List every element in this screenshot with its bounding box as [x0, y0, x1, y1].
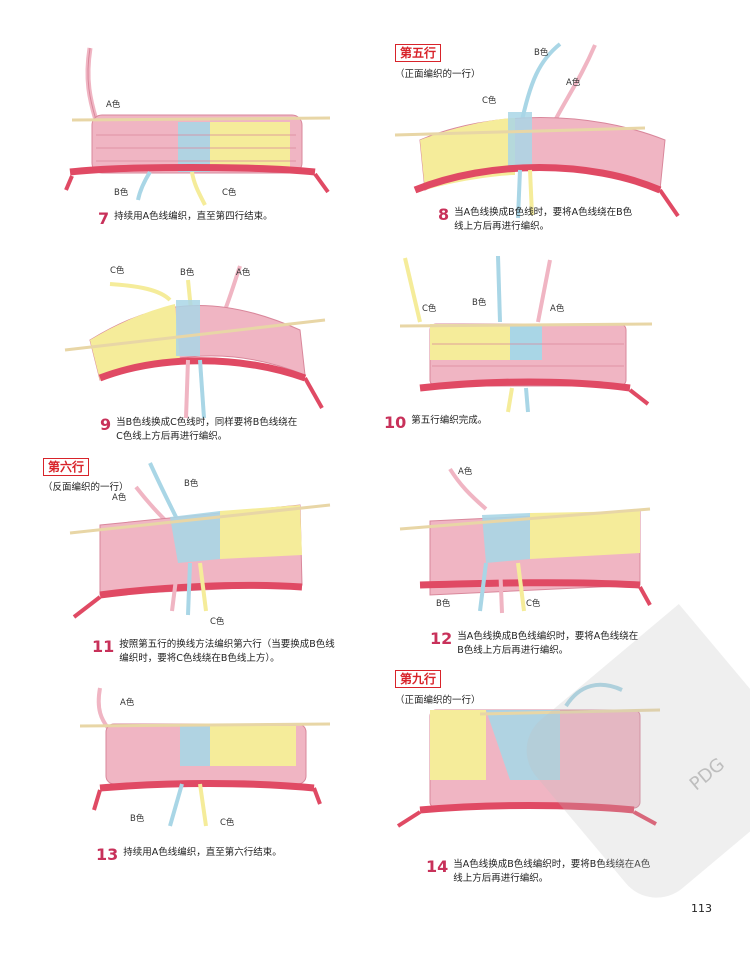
step-text: 第五行编织完成。	[411, 415, 488, 426]
step-number: 12	[430, 629, 453, 648]
step-7-caption: 7 持续用A色线编织，直至第四行结束。	[98, 210, 348, 228]
yarn-label-b: B色	[436, 599, 451, 609]
yarn-label-a: A色	[112, 493, 127, 503]
step-number: 14	[426, 857, 449, 876]
row-tag-6: 第六行	[43, 458, 90, 476]
step-text: 持续用A色线编织，直至第六行结束。	[123, 847, 282, 858]
knitting-illustration-step-12: A色 B色 C色	[390, 455, 690, 625]
yarn-label-c: C色	[526, 599, 541, 609]
yarn-label-a: A色	[120, 698, 135, 708]
row-tag-5: 第五行	[395, 44, 442, 62]
knitting-illustration-step-9: C色 B色 A色	[60, 260, 350, 420]
step-number: 11	[92, 637, 115, 656]
step-text: 按照第五行的换线方法编织第六行（当要换成B色线编织时，要将C色线绕在B色线上方）…	[119, 639, 335, 664]
step-10-caption: 10 第五行编织完成。	[384, 414, 584, 432]
step-number: 8	[438, 205, 450, 224]
knitting-illustration-step-8: B色 A色 C色	[390, 40, 690, 220]
row-note-5: （正面编织的一行）	[395, 69, 481, 80]
step-12-caption: 12 当A色线换成B色线编织时，要将A色线绕在B色线上方后再进行编织。	[430, 630, 640, 658]
step-13-caption: 13 持续用A色线编织，直至第六行结束。	[96, 846, 346, 864]
yarn-label-a: A色	[550, 304, 565, 314]
yarn-label-b: B色	[114, 188, 129, 198]
yarn-label-a: A色	[458, 467, 473, 477]
yarn-label-c: C色	[210, 617, 225, 627]
yarn-label-b: B色	[534, 48, 549, 58]
knitting-illustration-step-10: C色 B色 A色	[390, 252, 690, 413]
page-number: 113	[691, 902, 712, 915]
knitting-illustration-step-11: B色 A色 C色	[60, 455, 350, 627]
yarn-label-a: A色	[566, 78, 581, 88]
yarn-label-c: C色	[422, 304, 437, 314]
yarn-label-c: C色	[220, 818, 235, 828]
step-text: 当A色线换成B色线编织时，要将A色线绕在B色线上方后再进行编织。	[457, 631, 639, 656]
step-text: 当B色线换成C色线时，同样要将B色线绕在C色线上方后再进行编织。	[116, 417, 298, 442]
row-tag-9: 第九行	[395, 670, 442, 688]
yarn-label-b: B色	[184, 479, 199, 489]
yarn-label-a: A色	[106, 100, 121, 110]
step-number: 13	[96, 845, 119, 864]
step-number: 9	[100, 415, 112, 434]
step-9-caption: 9 当B色线换成C色线时，同样要将B色线绕在C色线上方后再进行编织。	[100, 416, 300, 444]
step-text: 当A色线换成B色线编织时，要将B色线绕在A色线上方后再进行编织。	[453, 859, 651, 884]
yarn-label-b: B色	[180, 268, 195, 278]
yarn-label-a: A色	[236, 268, 251, 278]
yarn-label-c: C色	[110, 266, 125, 276]
knitting-illustration-step-13: A色 B色 C色	[70, 680, 340, 830]
step-number: 7	[98, 209, 110, 228]
step-text: 持续用A色线编织，直至第四行结束。	[114, 211, 273, 222]
step-11-caption: 11 按照第五行的换线方法编织第六行（当要换成B色线编织时，要将C色线绕在B色线…	[92, 638, 342, 666]
step-8-caption: 8 当A色线换成B色线时，要将A色线绕在B色线上方后再进行编织。	[438, 206, 638, 234]
yarn-label-c: C色	[222, 188, 237, 198]
knitting-illustration-step-14	[390, 670, 690, 840]
yarn-label-b: B色	[130, 814, 145, 824]
yarn-label-c: C色	[482, 96, 497, 106]
row-note-6: （反面编织的一行）	[43, 482, 129, 493]
yarn-label-b: B色	[472, 298, 487, 308]
step-number: 10	[384, 413, 407, 432]
step-text: 当A色线换成B色线时，要将A色线绕在B色线上方后再进行编织。	[454, 207, 633, 232]
knitting-illustration-step-7: A色 B色 C色	[60, 40, 350, 210]
step-14-caption: 14 当A色线换成B色线编织时，要将B色线绕在A色线上方后再进行编织。	[426, 858, 656, 886]
row-note-9: （正面编织的一行）	[395, 695, 481, 706]
